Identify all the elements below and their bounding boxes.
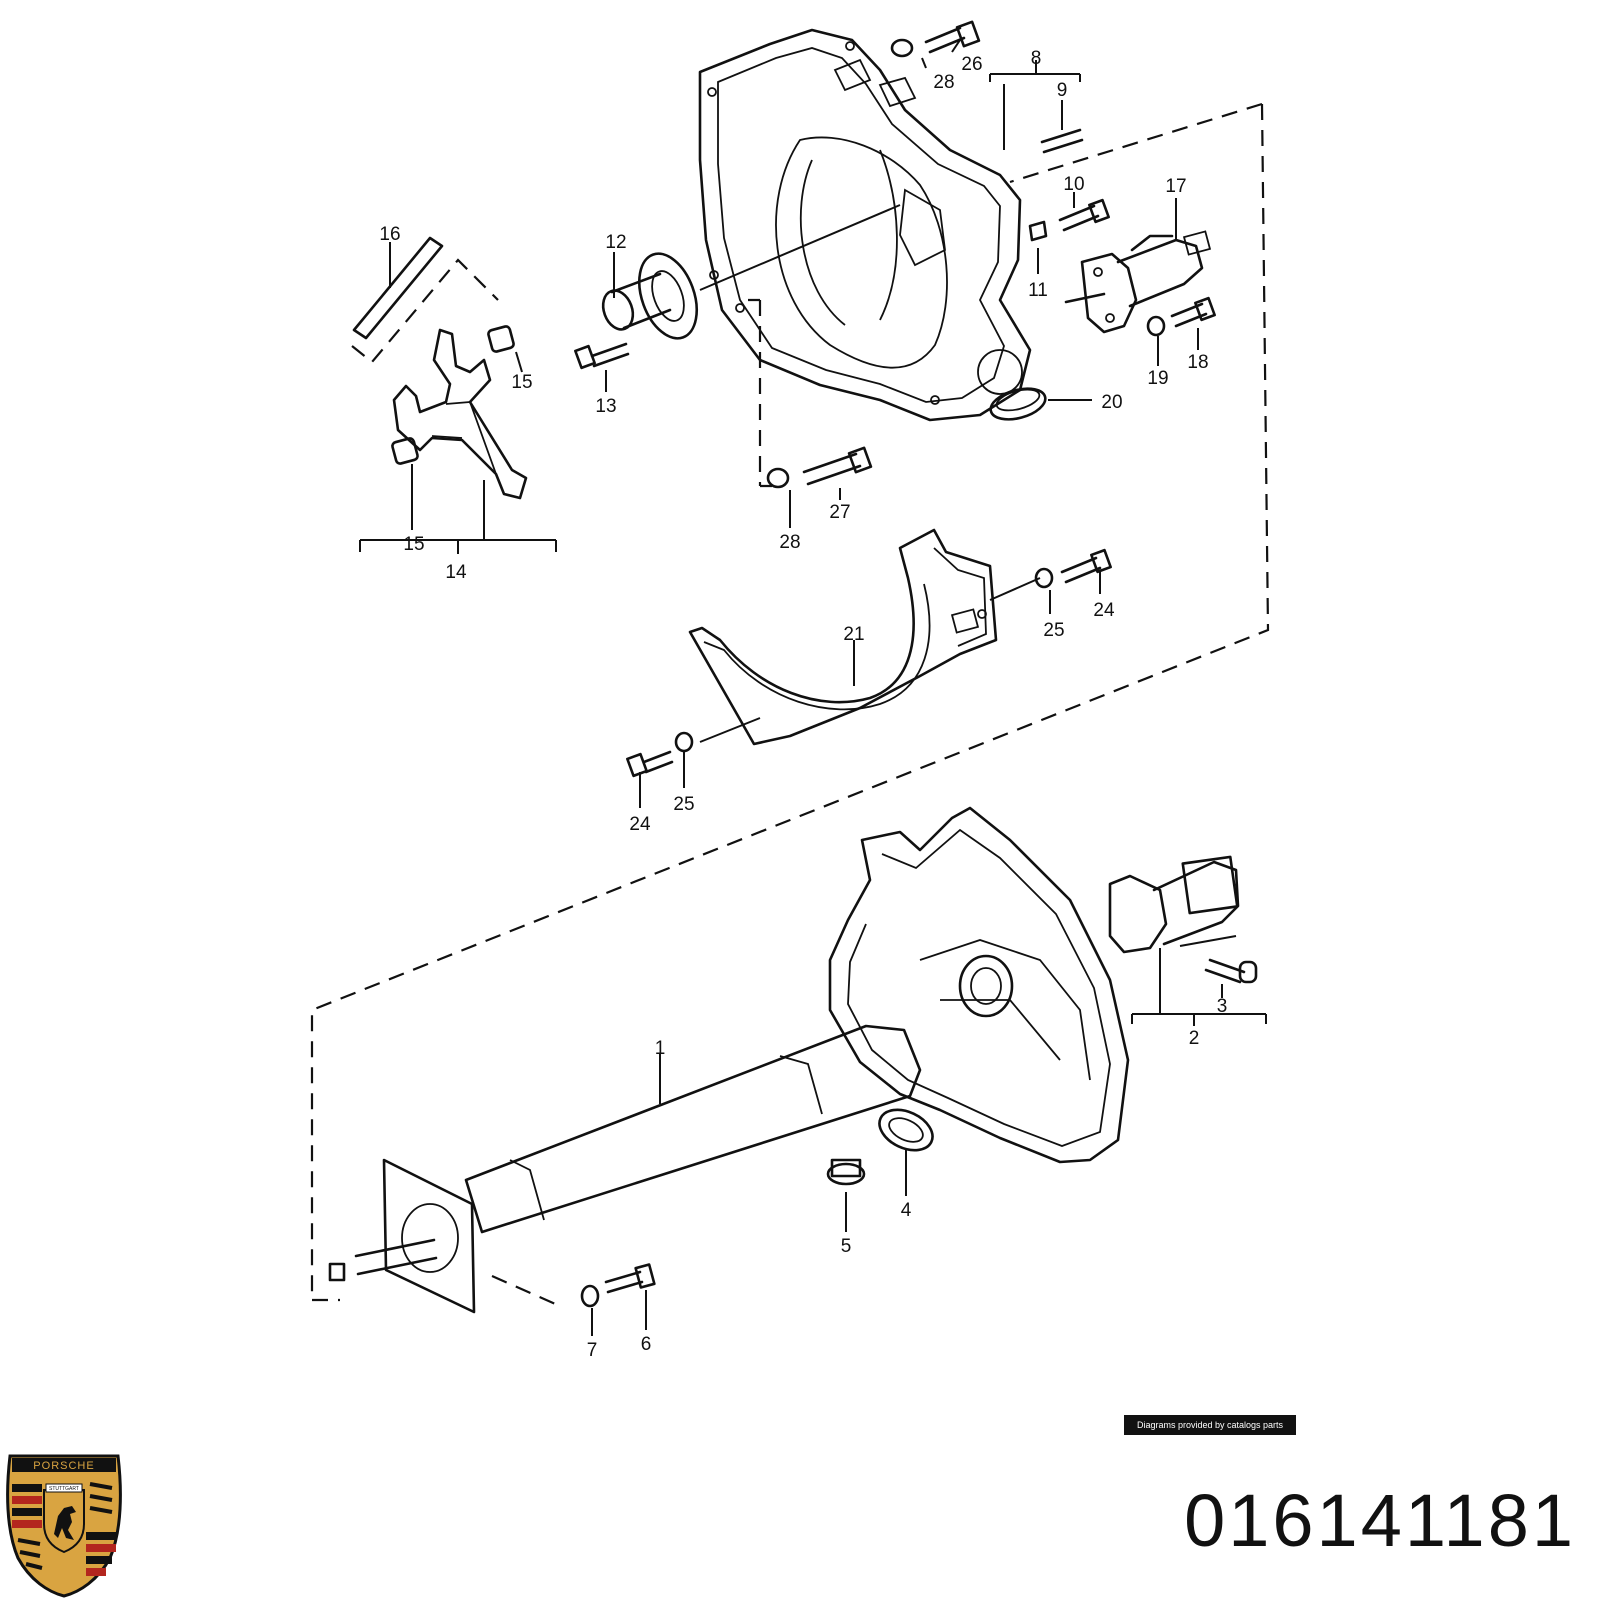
fasteners-lower (491, 1108, 934, 1308)
callout-20: 20 (1101, 392, 1122, 413)
callout-26: 26 (961, 54, 982, 75)
leader-lines (359, 39, 1267, 1336)
fasteners-upper (574, 20, 1216, 778)
slave-cylinder-part-17 (1064, 230, 1212, 334)
callout-labels: 1 2 3 4 5 6 7 8 9 10 11 12 13 14 15 15 1… (379, 48, 1227, 1361)
clutch-housing-part-8 (698, 28, 1032, 422)
callout-9: 9 (1057, 80, 1068, 101)
guide-sleeve-part-12 (601, 204, 901, 340)
callout-1: 1 (655, 1038, 666, 1059)
callout-15-upper: 15 (511, 372, 532, 393)
callout-16: 16 (379, 224, 400, 245)
svg-text:PORSCHE: PORSCHE (33, 1460, 94, 1472)
callout-10: 10 (1063, 174, 1084, 195)
svg-text:STUTTGART: STUTTGART (49, 1486, 79, 1492)
callout-3: 3 (1217, 996, 1228, 1017)
callout-14: 14 (445, 562, 467, 583)
porsche-crest-logo: PORSCHE STUTTGART (6, 1454, 122, 1598)
callout-13: 13 (595, 396, 616, 417)
callout-18: 18 (1187, 352, 1208, 373)
diagram-credit-badge: Diagrams provided by catalogs parts (1124, 1415, 1296, 1435)
callout-11: 11 (1028, 280, 1048, 301)
callout-25-left: 25 (673, 794, 694, 815)
callout-27: 27 (829, 502, 850, 523)
callout-24-right: 24 (1093, 600, 1115, 621)
callout-2: 2 (1189, 1028, 1200, 1049)
callout-28-upper: 28 (933, 72, 954, 93)
clutch-cover-part-21 (688, 528, 998, 746)
coupling-part-2 (1108, 855, 1258, 984)
callout-21: 21 (843, 624, 864, 645)
callout-5: 5 (841, 1236, 852, 1257)
callout-19: 19 (1147, 368, 1168, 389)
callout-24-left: 24 (629, 814, 651, 835)
part-number: 016141181 (1184, 1479, 1576, 1562)
callout-8: 8 (1031, 48, 1042, 69)
callout-25-right: 25 (1043, 620, 1064, 641)
callout-28-lower: 28 (779, 532, 800, 553)
assembly-boundary (310, 102, 1270, 1302)
callout-7: 7 (587, 1340, 598, 1361)
callout-17: 17 (1165, 176, 1186, 197)
release-fork-part-14 (351, 236, 528, 500)
callout-4: 4 (901, 1200, 912, 1221)
central-tube-part-1 (328, 806, 1130, 1314)
callout-12: 12 (605, 232, 626, 253)
callout-15-lower: 15 (403, 534, 424, 555)
callout-6: 6 (641, 1334, 652, 1355)
